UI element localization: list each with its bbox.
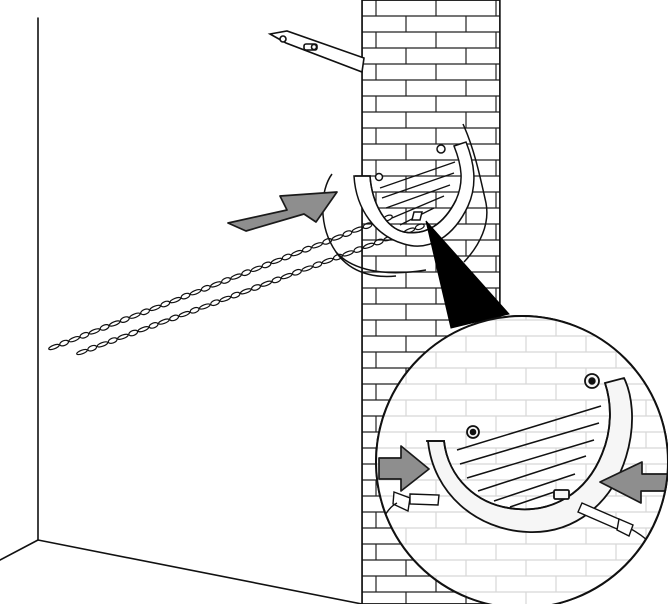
chain-link [239, 288, 252, 295]
chain-link [178, 310, 191, 318]
chain-link [290, 249, 303, 257]
chain-link [230, 273, 242, 280]
chain-link [250, 265, 263, 273]
chain-link [79, 331, 90, 339]
chain-link [59, 339, 70, 347]
push-arrow-icon [227, 191, 338, 232]
chain-link [149, 304, 162, 312]
chain-link [342, 250, 354, 257]
wall [0, 0, 363, 604]
push-arrow-icon [599, 461, 668, 504]
chain-link [261, 261, 272, 269]
chain-link [68, 335, 81, 343]
floor-line [0, 539, 39, 561]
chain-link [280, 272, 293, 280]
chain-link [48, 343, 60, 351]
chain-link [281, 253, 292, 261]
chain-link [301, 245, 312, 253]
chain-link [96, 341, 109, 348]
chain-link [260, 280, 273, 287]
chain-link [251, 284, 261, 291]
chain-link [180, 292, 191, 300]
detail-chain-right [577, 502, 656, 549]
chain-link [331, 234, 344, 241]
chain-link [169, 314, 180, 322]
curved-chain-guide [353, 141, 475, 247]
chain-link [76, 348, 88, 356]
chain-link [312, 261, 323, 269]
detail-magnifier [375, 315, 668, 604]
wall-opening [322, 123, 488, 278]
chain-link [311, 242, 323, 249]
chain-link [140, 308, 151, 316]
chain-link [99, 324, 110, 331]
chain-link [87, 344, 98, 352]
chain-link [414, 223, 425, 231]
detail-guide [426, 373, 633, 533]
chain-link [88, 328, 101, 335]
chain-right [76, 223, 425, 356]
chain-link [169, 296, 182, 304]
chain-link [210, 281, 222, 288]
chain-link [107, 337, 118, 344]
chains [48, 214, 425, 356]
chain-link [342, 230, 353, 237]
chain-link [322, 238, 333, 245]
detail-callout-wedge [425, 220, 510, 329]
chain-link [230, 291, 241, 299]
chain-link [210, 299, 221, 307]
floor-front-edge [37, 539, 363, 604]
chain-link [119, 316, 130, 323]
chain-link [200, 284, 211, 292]
chain-link [351, 226, 364, 233]
chain-link [373, 238, 384, 246]
chain-link [129, 312, 141, 319]
chain-link [291, 268, 302, 276]
chain-link [128, 329, 139, 337]
chain-link [117, 333, 129, 340]
chain-link [160, 300, 171, 308]
chain-link [158, 318, 170, 325]
chain-link [148, 322, 159, 329]
chain-link [137, 326, 150, 333]
chain-link [332, 253, 343, 261]
chain-link [321, 257, 334, 265]
chain-link [353, 246, 364, 253]
chain-link [189, 306, 200, 314]
chain-link [271, 276, 282, 284]
chain-left [48, 214, 393, 351]
chain-link [219, 295, 232, 303]
push-arrow-icon [378, 445, 430, 492]
chain-link [198, 303, 211, 310]
chain-link [362, 242, 375, 249]
top-bracket [267, 30, 365, 74]
chain-link [241, 269, 252, 277]
chain-link [108, 320, 121, 327]
chain-link [221, 277, 231, 284]
chain-link [189, 288, 202, 296]
chain-link [301, 265, 314, 272]
chain-link [270, 257, 283, 265]
